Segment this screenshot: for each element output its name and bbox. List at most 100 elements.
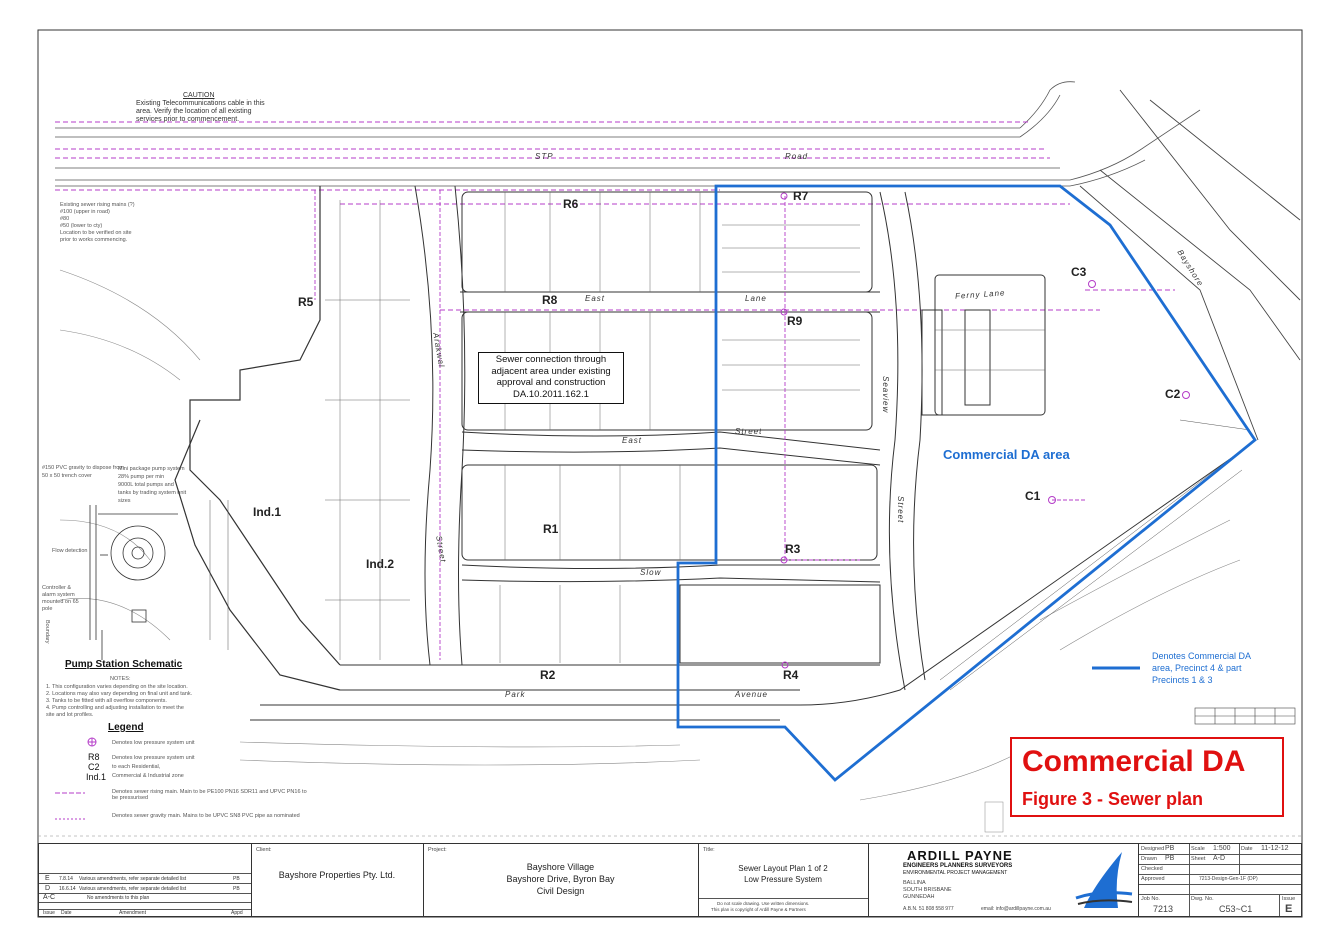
existing-main-note-6: prior to works commencing. <box>60 237 128 243</box>
rev-e-date: 7.8.14 <box>59 876 73 882</box>
dwg-value: C53~C1 <box>1219 904 1253 914</box>
project-line-3: Civil Design <box>536 886 585 896</box>
rev-e-issue: E <box>45 875 50 882</box>
title-panel: Title: Sewer Layout Plan 1 of 2 Low Pres… <box>699 844 869 916</box>
rev-d-desc: Various amendments, refer separate detai… <box>79 886 187 892</box>
area-c3: C3 <box>1071 265 1087 279</box>
rev-d-date: 16.6.14 <box>59 886 76 892</box>
sewer-connection-note: Sewer connection through adjacent area u… <box>478 352 624 404</box>
caution-title: CAUTION <box>183 92 215 99</box>
commercial-da-boundary <box>676 184 1257 782</box>
pump-note-2: 2. Locations may also vary depending on … <box>46 691 193 697</box>
date-caption: Date <box>1241 846 1253 852</box>
legend-da-line-2: area, Precinct 4 & part <box>1152 663 1242 673</box>
caution-line-2: area. Verify the location of all existin… <box>136 108 252 115</box>
rev-header-issue: Issue <box>43 910 55 916</box>
designed-caption: Designed <box>1141 846 1165 852</box>
schematic-right-4: tanks by trading system unit <box>118 490 187 496</box>
existing-main-note-1: Existing sewer rising mains (?) <box>60 202 135 208</box>
legend-item-0: Denotes low pressure system unit <box>112 740 195 746</box>
date-value: 11-12-12 <box>1261 845 1289 852</box>
project-line-1: Bayshore Village <box>526 862 595 872</box>
company-email: email: info@ardillpayne.com.au <box>981 906 1051 912</box>
legend-item-3: Commercial & Industrial zone <box>112 773 184 779</box>
figure-subtitle: Figure 3 - Sewer plan <box>1022 789 1204 809</box>
issue-caption: Issue <box>1282 896 1296 902</box>
title-footer-1: Do not scale drawing. Use written dimens… <box>717 901 810 906</box>
company-abn: A.B.N. 51 808 558 977 <box>903 906 954 912</box>
revision-panel: E 7.8.14 Various amendments, refer separ… <box>39 844 252 916</box>
title-line-2: Low Pressure System <box>744 875 822 884</box>
legend-item-2: to each Residential, <box>112 764 161 770</box>
area-r8: R8 <box>542 293 558 307</box>
rev-e-by: PB <box>233 876 240 882</box>
legend-da-line-3: Precincts 1 & 3 <box>1152 675 1213 685</box>
rev-d-by: PB <box>233 886 240 892</box>
company-sub: ENGINEERS PLANNERS SURVEYORS <box>903 863 1013 869</box>
legend-da-line-1: Denotes Commercial DA <box>1152 651 1252 661</box>
company-sub2: ENVIRONMENTAL PROJECT MANAGEMENT <box>903 870 1008 876</box>
area-r2: R2 <box>540 668 556 682</box>
rev-d-issue: D <box>45 885 51 892</box>
area-c2: C2 <box>1165 387 1181 401</box>
title-caption: Title: <box>703 847 715 853</box>
rev-header-appd: Appd <box>231 910 243 916</box>
client-name: Bayshore Properties Pty. Ltd. <box>278 870 396 880</box>
scale-caption: Scale <box>1191 846 1205 852</box>
area-r3: R3 <box>785 542 801 556</box>
title-line-1: Sewer Layout Plan 1 of 2 <box>738 864 828 873</box>
road-seaview-street: Seaview <box>881 376 890 414</box>
pump-station-title: Pump Station Schematic <box>65 659 183 670</box>
designed-value: PB <box>1165 845 1175 852</box>
existing-main-note-4: #50 (lower to cty) <box>60 223 103 229</box>
schematic-note-7: pole <box>42 606 53 612</box>
job-value: 7213 <box>1153 904 1174 914</box>
schematic-right-3: 9000L total pumps and <box>118 482 174 488</box>
schematic-note-4: Controller & <box>42 585 72 591</box>
area-r7: R7 <box>793 189 809 203</box>
checked-caption: Checked <box>1141 866 1163 872</box>
note-line-2: adjacent area under existing <box>491 365 611 377</box>
ardill-payne-logo <box>1075 852 1133 908</box>
project-panel: Project: Bayshore Village Bayshore Drive… <box>424 844 699 916</box>
note-line-4: DA.10.2011.162.1 <box>513 388 589 400</box>
rev-e-desc: Various amendments, refer separate detai… <box>79 876 187 882</box>
rev-ac-desc: No amendments to this plan <box>87 895 150 901</box>
road-park-avenue-right: Avenue <box>735 690 768 699</box>
issue-value: E <box>1285 903 1293 915</box>
caution-line-1: Existing Telecommunications cable in thi… <box>136 100 265 107</box>
road-east-street-right: Street <box>735 427 763 436</box>
caution-line-3: services prior to commencement. <box>136 116 240 123</box>
company-panel: ARDILL PAYNE ENGINEERS PLANNERS SURVEYOR… <box>869 844 1139 916</box>
area-r5: R5 <box>298 295 314 309</box>
sheet-value: A-D <box>1213 855 1226 862</box>
existing-main-note-5: Location to be verified on site <box>60 230 132 236</box>
schematic-note-8: Flow detection <box>52 548 88 554</box>
project-caption: Project: <box>428 847 447 853</box>
pump-note-0: NOTES: <box>110 676 131 682</box>
road-park-avenue-left: Park <box>505 690 526 699</box>
scale-value: 1:500 <box>1213 845 1231 852</box>
area-c1: C1 <box>1025 489 1041 503</box>
figure-title-box: Commercial DA Figure 3 - Sewer plan <box>1010 737 1284 817</box>
legend-title: Legend <box>108 722 144 733</box>
legend-item-4: Denotes sewer rising main. Main to be PE… <box>112 789 307 801</box>
sheet-caption: Sheet <box>1191 856 1206 862</box>
pump-note-3: 3. Tanks to be fitted with all overflow … <box>46 698 167 704</box>
area-r4: R4 <box>783 668 799 682</box>
title-footer-2: This plan is copyright of Ardill Payne &… <box>711 907 806 912</box>
job-caption: Job No. <box>1141 896 1160 902</box>
figure-title: Commercial DA <box>1022 745 1246 778</box>
client-caption: Client: <box>256 847 272 853</box>
file-ref: 7213-Design-Gen-1F (DP) <box>1199 876 1258 882</box>
pump-note-4: 4. Pump controlling and adjusting instal… <box>46 705 184 711</box>
rev-header-amendment: Amendment <box>119 910 146 916</box>
road-east-street-left: East <box>622 436 643 445</box>
approved-caption: Approved <box>1141 876 1165 882</box>
schematic-note-5: alarm system <box>42 592 75 598</box>
road-seaview-street-2: Street <box>896 496 905 524</box>
client-panel: Client: Bayshore Properties Pty. Ltd. <box>252 844 424 916</box>
area-r1: R1 <box>543 522 559 536</box>
dwg-caption: Dwg. No. <box>1191 896 1214 902</box>
